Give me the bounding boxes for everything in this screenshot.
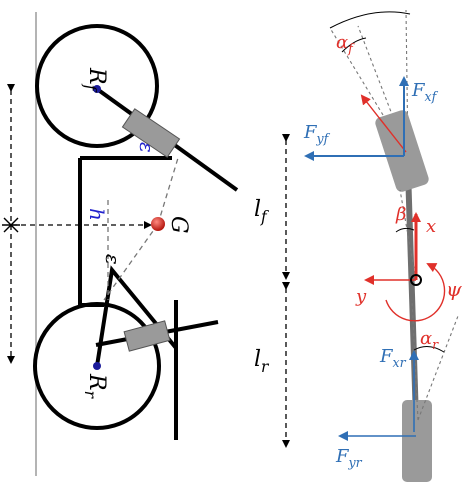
- beta-label: β: [395, 204, 406, 225]
- rear-slip-dashed-b: [411, 299, 419, 421]
- left-bike-view: Rf Rr G h ε ε: [2, 12, 239, 476]
- right-single-track-model: αf Fxf Fyf β x y ψ: [303, 9, 462, 482]
- x-axis-label: x: [426, 216, 436, 237]
- lf-label: lf: [254, 197, 269, 226]
- center-of-gravity-point: [151, 217, 165, 231]
- h-label: h: [85, 208, 109, 221]
- model-cog-point: [410, 274, 422, 286]
- fyf-label: Fyf: [303, 122, 331, 146]
- fyr-label: Fyr: [335, 446, 363, 470]
- rear-wheel-top: [402, 400, 432, 482]
- rear-hub: [93, 362, 101, 370]
- epsilon-top-label: ε: [135, 142, 159, 153]
- alpha-f-arc: [329, 11, 411, 29]
- cog-dashed-rear: [103, 223, 159, 301]
- front-wheel-label: Rf: [81, 67, 109, 93]
- front-wheel: [35, 24, 159, 148]
- cog-dashed-front: [157, 157, 179, 225]
- front-hub: [93, 85, 101, 93]
- length-dimensions: lf lr: [254, 134, 290, 448]
- psi-label: ψ: [446, 277, 462, 301]
- fxf-label: Fxf: [411, 80, 439, 104]
- alpha-f-label: αf: [336, 32, 355, 56]
- alpha-r-arc: [413, 346, 445, 353]
- beta-arc: [395, 227, 415, 233]
- front-slip-dashed-b: [357, 25, 409, 157]
- rear-wheel-label: Rr: [81, 373, 109, 400]
- fxr-label: Fxr: [379, 346, 407, 370]
- rear-slip-dashed-a: [417, 315, 459, 421]
- y-axis-label: y: [355, 286, 367, 307]
- frame: [78, 158, 104, 307]
- epsilon-bottom-label: ε: [101, 254, 125, 265]
- cog-label: G: [166, 216, 191, 234]
- yaw-rate-arc: [385, 263, 446, 322]
- alpha-f-inner-arc: [341, 37, 367, 53]
- alpha-r-label: αr: [420, 328, 439, 352]
- front-velocity-arrow: [360, 94, 407, 153]
- lr-label: lr: [254, 347, 270, 376]
- rear-suspension: [123, 320, 171, 352]
- front-suspension: [121, 108, 181, 158]
